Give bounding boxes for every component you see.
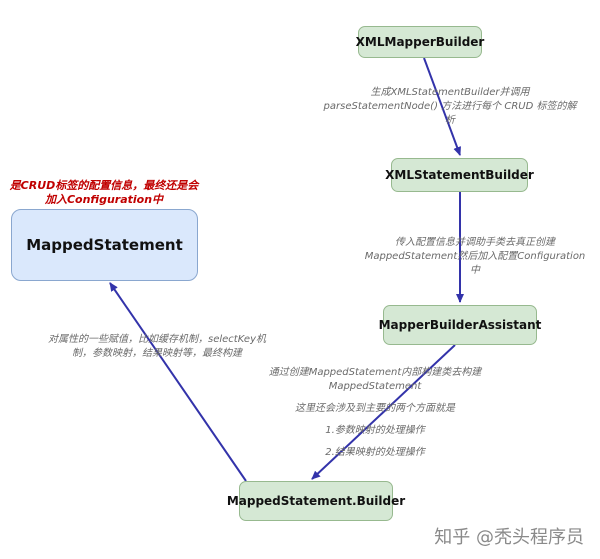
edge1-line-1: 生成XMLStatementBuilder并调用 [370, 87, 530, 98]
edge-label-builder-to-mappedstatement: 对属性的一些赋值，比如缓存机制，selectKey机 制，参数映射，结果映射等，… [22, 333, 292, 361]
xml-mapper-builder-node: XMLMapperBuilder [356, 26, 484, 58]
edge2-line-3: 中 [470, 265, 480, 276]
edge3-line-3: 这里还会涉及到主要的两个方面就是 [295, 403, 455, 414]
edge-xmlmapper-to-xmlstatement [423, 57, 461, 156]
edge4-line-2: 制，参数映射，结果映射等，最终构建 [72, 348, 242, 359]
edge-label-assistant-to-builder: 通过创建MappedStatement内部构建类去构建 MappedStatem… [250, 366, 500, 460]
mapped-statement-builder-node: MappedStatement.Builder [227, 481, 405, 521]
note-line-2: 加入Configuration中 [44, 193, 164, 206]
mapped-statement-note: 是CRUD标签的配置信息，最终还是会 加入Configuration中 [6, 179, 202, 207]
edge3-line-5: 2.结果映射的处理操作 [325, 447, 425, 458]
edge1-line-3: 析 [445, 115, 455, 126]
edge3-line-1: 通过创建MappedStatement内部构建类去构建 [268, 367, 482, 378]
xml-statement-builder-node: XMLStatementBuilder [385, 158, 534, 192]
edge1-line-2: parseStatementNode() 方法进行每个 CRUD 标签的解 [323, 101, 577, 112]
edge3-line-2: MappedStatement [328, 381, 422, 392]
edge-builder-to-mappedstatement [109, 282, 247, 482]
edge2-line-1: 传入配置信息并调助手类去真正创建 [395, 237, 555, 248]
edge-label-xmlmapper-to-xmlstatement: 生成XMLStatementBuilder并调用 parseStatementN… [300, 86, 600, 128]
edge-assistant-to-builder [311, 344, 456, 480]
edge2-line-2: MappedStatement然后加入配置Configuration [364, 251, 586, 262]
watermark: 知乎 @秃头程序员 [434, 527, 584, 548]
note-line-1: 是CRUD标签的配置信息，最终还是会 [9, 179, 199, 192]
mapper-builder-assistant-node: MapperBuilderAssistant [379, 305, 541, 345]
edge-label-xmlstatement-to-assistant: 传入配置信息并调助手类去真正创建 MappedStatement然后加入配置Co… [350, 236, 600, 278]
edge4-line-1: 对属性的一些赋值，比如缓存机制，selectKey机 [48, 334, 266, 345]
mapped-statement-node: MappedStatement [11, 209, 198, 281]
edge3-line-4: 1.参数映射的处理操作 [325, 425, 425, 436]
